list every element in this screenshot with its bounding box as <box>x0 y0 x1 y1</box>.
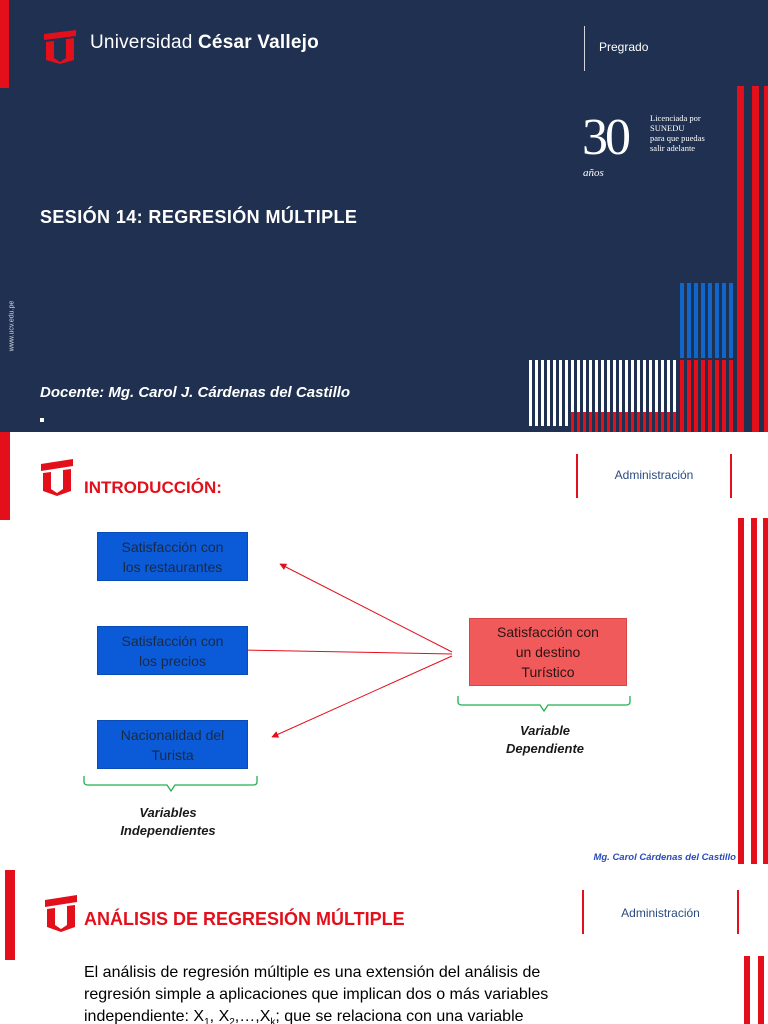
introduction-slide: INTRODUCCIÓN: Administración Satisfacció… <box>0 432 768 864</box>
red-accent-bar <box>0 0 9 88</box>
slide-title: INTRODUCCIÓN: <box>84 478 222 497</box>
sunedu-license-text: Licenciada por SUNEDU para que puedas sa… <box>650 113 705 153</box>
instructor-name: Docente: Mg. Carol J. Cárdenas del Casti… <box>40 384 351 401</box>
body-paragraph: El análisis de regresión múltiple es una… <box>84 964 549 1024</box>
dependent-variable-label: Variable Dependiente <box>505 723 584 756</box>
header-divider-left <box>582 890 584 934</box>
header-divider-left <box>576 454 578 498</box>
decorative-stripes <box>529 86 768 432</box>
ucv-logo-icon <box>44 30 76 64</box>
header-divider-right <box>737 890 739 934</box>
session-title: SESIÓN 14: REGRESIÓN MÚLTIPLE <box>40 207 358 227</box>
decorative-stripes <box>744 956 764 1024</box>
arrow-to-nationality <box>271 655 453 738</box>
university-name: Universidad César Vallejo <box>90 32 319 53</box>
bullet-dot <box>40 418 44 422</box>
diagram-connectors <box>83 563 631 793</box>
slide-title: ANÁLISIS DE REGRESIÓN MÚLTIPLE <box>84 909 405 929</box>
multiple-regression-slide: ANÁLISIS DE REGRESIÓN MÚLTIPLE Administr… <box>0 864 768 1024</box>
arrow-to-restaurants <box>279 563 453 653</box>
author-footer: Mg. Carol Cárdenas del Castillo <box>593 852 736 863</box>
ucv-logo-icon <box>41 459 73 496</box>
red-accent-bar <box>5 870 15 960</box>
decorative-stripes <box>738 518 768 864</box>
department-label: Administración <box>621 906 700 920</box>
anniversary-years-label: años <box>583 167 604 179</box>
header-divider <box>584 26 585 71</box>
program-label: Pregrado <box>599 40 649 54</box>
department-label: Administración <box>614 468 694 482</box>
anniversary-number: 30 <box>582 109 631 166</box>
title-slide: Universidad César Vallejo Pregrado 30 añ… <box>0 0 768 432</box>
brace-dependent <box>457 696 631 713</box>
red-accent-bar <box>0 432 10 520</box>
brace-independent <box>83 776 258 793</box>
ucv-logo-icon <box>45 895 77 932</box>
independent-variables-label: Variables Independientes <box>120 805 216 838</box>
header-divider-right <box>730 454 732 498</box>
arrow-to-prices <box>239 646 453 655</box>
